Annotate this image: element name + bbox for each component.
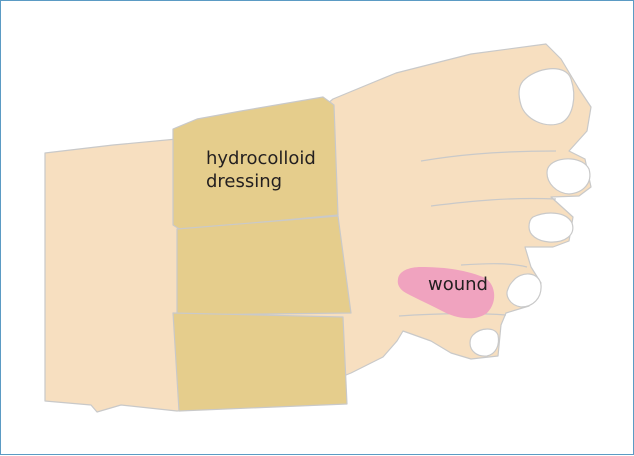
dressing-label-line2: dressing [206, 170, 316, 193]
wound-label: wound [428, 273, 488, 296]
dressing-bottom-strip [173, 313, 347, 411]
third-toe-nail [529, 213, 573, 242]
dressing-middle-strip [177, 216, 351, 315]
dressing-label-line1: hydrocolloid [206, 147, 316, 170]
dressing-label: hydrocolloid dressing [206, 147, 316, 193]
little-toe-nail [470, 329, 499, 356]
